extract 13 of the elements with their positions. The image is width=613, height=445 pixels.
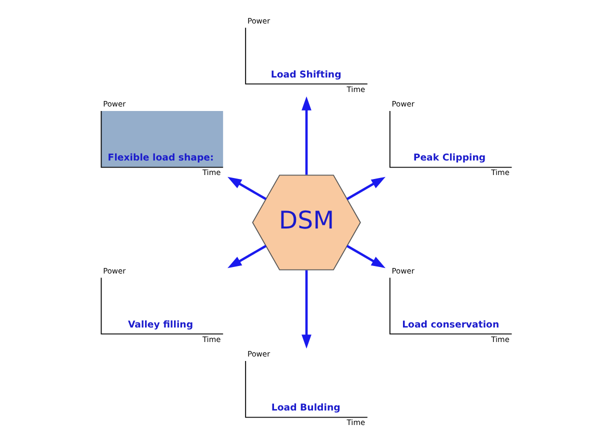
arrow	[228, 176, 266, 200]
arrow	[302, 270, 312, 349]
arrow	[346, 176, 386, 200]
node-label: Power	[103, 100, 126, 109]
node-label: Time	[202, 168, 221, 178]
arrow	[228, 244, 266, 268]
node-text: Power Peak Clipping Time	[392, 100, 510, 178]
node-text: Power Valley filling Time	[103, 266, 221, 344]
arrow	[346, 244, 386, 268]
node-text: Power Load Shifting Time	[247, 16, 366, 94]
arrow	[302, 96, 312, 175]
node-text: Power Load Bulding Time	[247, 350, 366, 428]
node-text: Power Load conservation Time	[392, 266, 510, 344]
